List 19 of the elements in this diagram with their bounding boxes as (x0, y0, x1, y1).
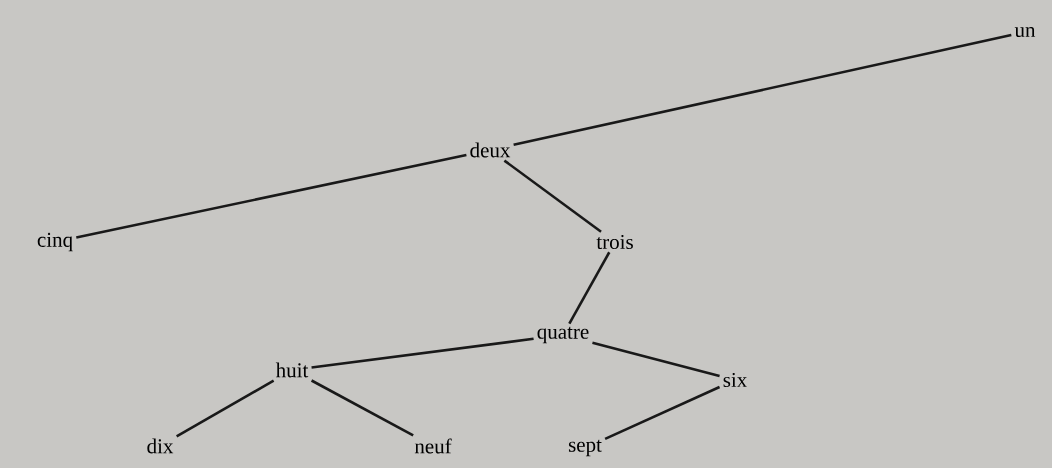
tree-branch (592, 341, 720, 378)
tree-branch (176, 379, 275, 438)
tree-node-label: huit (275, 362, 309, 378)
tree-node-label: six (723, 372, 747, 388)
tree-node-label: dix (147, 438, 174, 454)
tree-branch (310, 379, 414, 437)
tree-node-label: neuf (414, 438, 452, 454)
tree-branch (311, 337, 534, 369)
tree-node-label: sept (568, 439, 602, 457)
tree-node-label: un (1014, 26, 1036, 38)
tree-branch (568, 251, 611, 325)
tree-branch (76, 153, 467, 239)
tree-node-label: trois (596, 234, 633, 250)
tree-node-label: deux (470, 142, 511, 158)
tree-branch (503, 159, 602, 233)
tree-node-label: quatre (537, 326, 589, 344)
tree-branch (513, 33, 1012, 147)
tree-node-label: cinq (37, 232, 73, 252)
tree-branch (604, 385, 721, 441)
